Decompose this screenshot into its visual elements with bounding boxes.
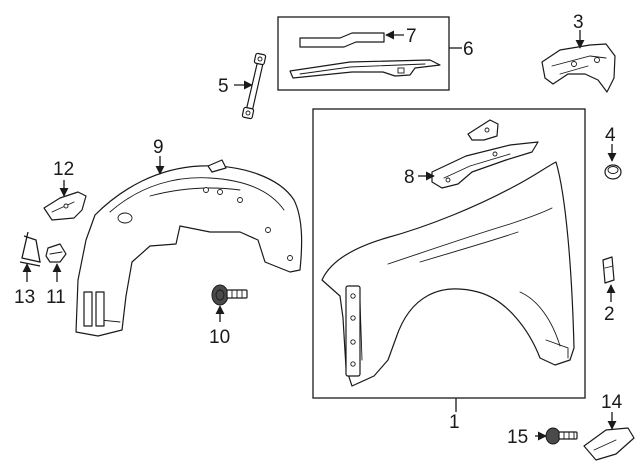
callout-7: 7: [406, 26, 417, 47]
part-7-upper-brace[interactable]: [299, 32, 385, 48]
callout-13: 13: [14, 287, 35, 308]
part-1-front-fender[interactable]: [321, 161, 575, 387]
callout-8: 8: [404, 167, 415, 188]
callout-14: 14: [601, 392, 623, 413]
callout-labels: 1 2 3 4 5 6 7 8 9 10 11 12 13 14 15: [14, 12, 623, 448]
part-2-clip[interactable]: [602, 256, 615, 284]
part-13-wire-clip[interactable]: [19, 231, 41, 267]
part-4-plug[interactable]: [604, 164, 622, 180]
callout-2: 2: [604, 304, 615, 325]
callout-15: 15: [507, 427, 528, 448]
brace-group-box: [277, 16, 450, 91]
callout-3: 3: [573, 12, 584, 33]
leader-lines: [22, 30, 617, 441]
callout-9: 9: [153, 137, 164, 158]
part-12-liner-bracket[interactable]: [43, 191, 87, 221]
part-11-push-nut[interactable]: [45, 243, 67, 263]
part-6-brace-rail[interactable]: [289, 59, 441, 79]
callout-12: 12: [53, 159, 74, 180]
part-10-bolt[interactable]: [211, 284, 248, 306]
callout-5: 5: [218, 76, 229, 97]
callout-4: 4: [605, 125, 616, 146]
part-3-upper-bracket[interactable]: [541, 43, 616, 93]
part-14-splash-guard[interactable]: [583, 427, 635, 461]
part-15-screw[interactable]: [545, 427, 578, 445]
part-5-strut-rod[interactable]: [241, 52, 267, 120]
part-8-fender-bracket[interactable]: [431, 119, 539, 189]
part-9-wheelhouse-liner[interactable]: [75, 159, 303, 337]
fender-assembly-box: [312, 108, 586, 399]
callout-10: 10: [209, 327, 230, 348]
callout-1: 1: [449, 412, 460, 433]
callout-11: 11: [46, 287, 66, 308]
callout-6: 6: [463, 39, 474, 60]
